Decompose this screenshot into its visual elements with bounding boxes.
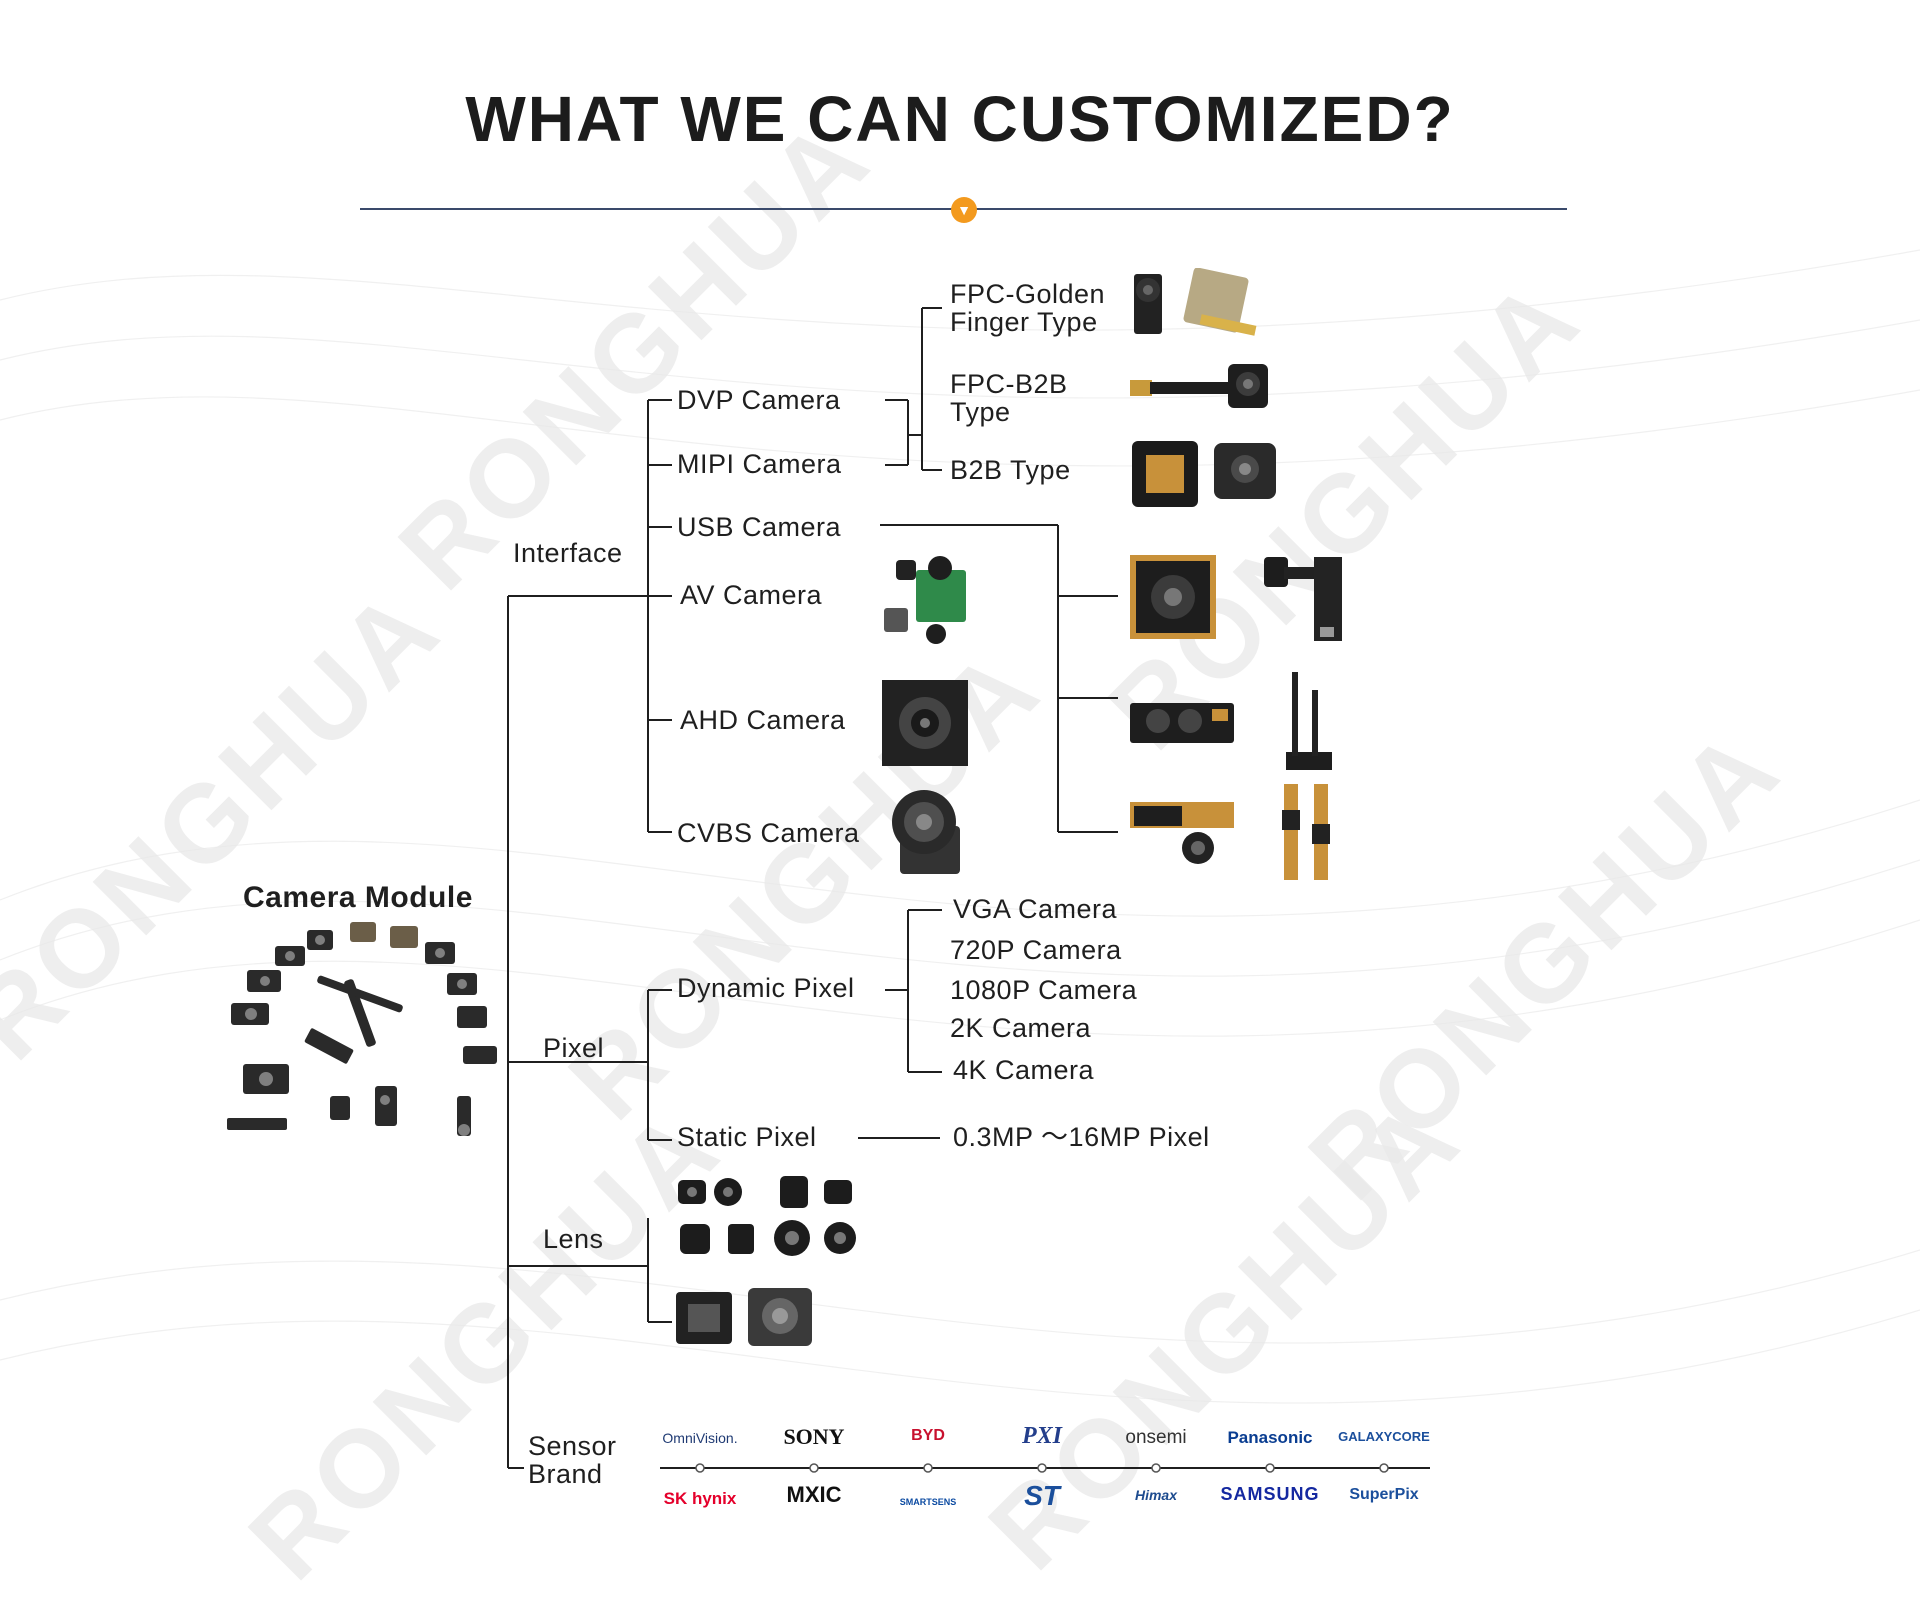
brand-logo-galaxycore: GALAXYCORE (1338, 1429, 1430, 1444)
usb-camera-flex-module-image (1264, 557, 1342, 641)
connector-fpc-b2b-line2: Type (950, 397, 1011, 428)
usb-long-flex-module-image (1286, 672, 1332, 770)
usb-dual-lens-board-image (1130, 703, 1234, 743)
interface-ahd-camera: AHD Camera (680, 705, 846, 735)
connector-fpc-golden-line2: Finger Type (950, 307, 1098, 338)
dynamic-option-2k: 2K Camera (950, 1013, 1092, 1043)
fpc-golden-finger-module-image (1134, 268, 1257, 336)
usb-gold-board-module-image (1130, 802, 1234, 864)
interface-usb-camera: USB Camera (677, 512, 842, 542)
sensor-brand-line2: Brand (528, 1459, 603, 1490)
chevron-down-icon: ▼ (951, 197, 977, 223)
b2b-module-image (1132, 441, 1276, 507)
usb-gold-flex-module-image (1282, 784, 1330, 880)
brand-logo-mxic: MXIC (786, 1482, 842, 1507)
usb-camera-board-image (1130, 555, 1216, 639)
av-camera-board-image (884, 556, 966, 644)
ahd-camera-board-image (882, 680, 968, 766)
root-node-label: Camera Module (243, 881, 473, 914)
branch-pixel: Pixel (543, 1033, 605, 1063)
pixel-static: Static Pixel (677, 1122, 817, 1152)
brand-logo-sk-hynix: SK hynix (663, 1489, 737, 1508)
page-title: WHAT WE CAN CUSTOMIZED? (465, 83, 1455, 155)
static-pixel-range: 0.3MP ～16MP Pixel (953, 1122, 1210, 1152)
brand-logo-st: ST (1024, 1480, 1060, 1511)
branch-sensor-brand: Sensor Brand (528, 1432, 617, 1489)
sensor-brand-line1: Sensor (528, 1431, 617, 1461)
cvbs-camera-lens-image (892, 790, 960, 874)
brand-logo-onsemi: onsemi (1125, 1427, 1187, 1448)
brand-logo-pxi: PXI (1021, 1423, 1062, 1449)
lens-holder-image (676, 1288, 812, 1346)
brand-logo-omnivision: OmniVision. (662, 1430, 738, 1446)
branch-interface: Interface (513, 538, 623, 568)
dynamic-option-720p: 720P Camera (950, 935, 1122, 965)
brand-logo-himax: Himax (1134, 1487, 1178, 1503)
dynamic-option-vga: VGA Camera (953, 894, 1118, 924)
brand-logo-sony: SONY (783, 1424, 845, 1449)
brand-logo-superpix: SuperPix (1349, 1486, 1419, 1503)
interface-cvbs-camera: CVBS Camera (677, 818, 860, 848)
dynamic-option-4k: 4K Camera (953, 1055, 1095, 1085)
connector-fpc-b2b: FPC-B2B Type (950, 370, 1068, 427)
interface-dvp-camera: DVP Camera (677, 385, 841, 415)
branch-lens: Lens (543, 1224, 604, 1254)
camera-module-collage (227, 922, 497, 1136)
brand-logo-samsung: SAMSUNG (1220, 1484, 1320, 1504)
brand-logo-smartsens: SMARTSENS (899, 1497, 957, 1507)
dynamic-option-1080p: 1080P Camera (950, 975, 1138, 1005)
connector-fpc-b2b-line1: FPC-B2B (950, 369, 1068, 399)
lens-group-image (678, 1176, 856, 1256)
connector-b2b-type: B2B Type (950, 455, 1071, 485)
pixel-dynamic: Dynamic Pixel (677, 973, 855, 1003)
connector-fpc-golden-line1: FPC-Golden (950, 279, 1106, 309)
interface-mipi-camera: MIPI Camera (677, 449, 842, 479)
interface-av-camera: AV Camera (680, 580, 823, 610)
brand-logo-byd: BYD (911, 1427, 945, 1444)
connector-fpc-golden-finger: FPC-Golden Finger Type (950, 280, 1105, 337)
fpc-b2b-module-image (1130, 364, 1268, 408)
brand-logo-panasonic: Panasonic (1227, 1428, 1313, 1447)
